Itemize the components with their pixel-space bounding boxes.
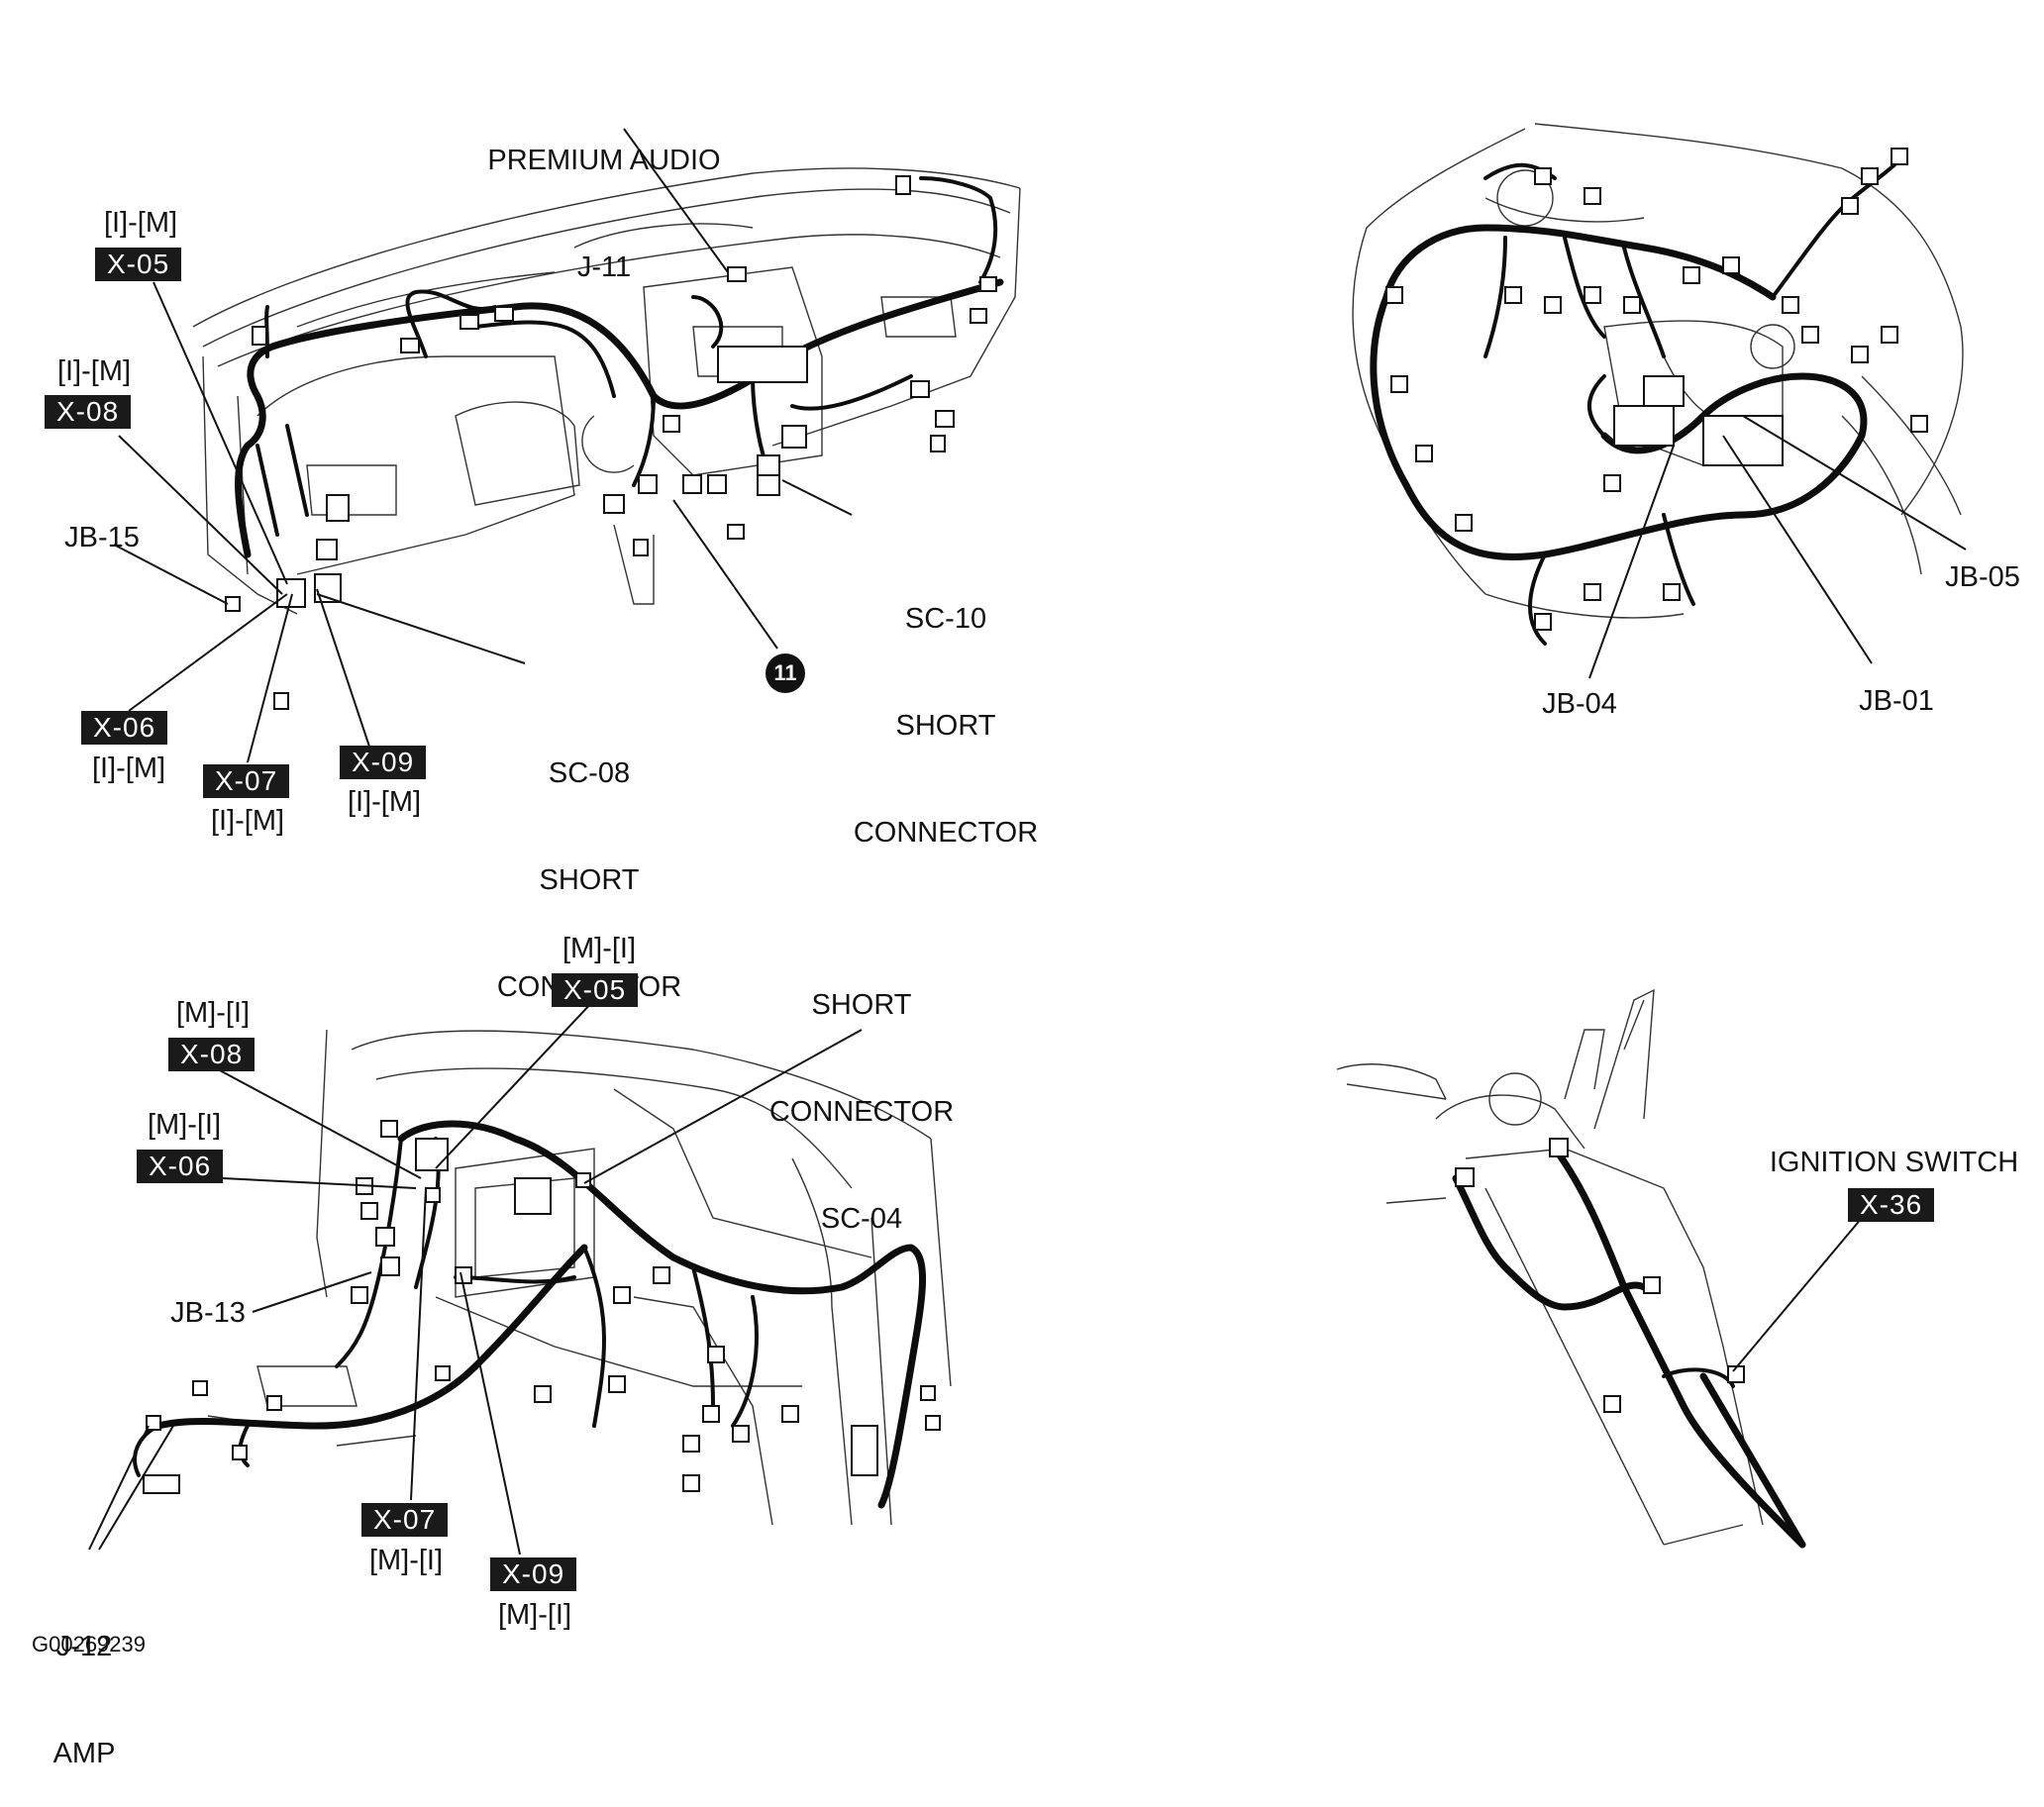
x09-lower-sub: [M]-[I] bbox=[497, 1599, 572, 1631]
sc10-line2: SHORT bbox=[895, 710, 996, 742]
ignition-switch-label: IGNITION SWITCH bbox=[1769, 1147, 2019, 1178]
x06-upper-tag: X-06 bbox=[81, 711, 168, 745]
jb13-label: JB-13 bbox=[170, 1297, 246, 1329]
x09-upper-tag: X-09 bbox=[340, 746, 427, 779]
sc04-line2: CONNECTOR bbox=[768, 1096, 955, 1128]
x05-lower-tag: X-05 bbox=[552, 973, 639, 1007]
diagram-artwork bbox=[88, 123, 1967, 1556]
sc04-label: SHORT CONNECTOR SC-04 bbox=[753, 916, 971, 1272]
jb05-label: JB-05 bbox=[1945, 561, 2020, 593]
sc10-code: SC-10 bbox=[904, 603, 987, 635]
callout-badge-11: 11 bbox=[766, 653, 805, 693]
x08-upper-title: [I]-[M] bbox=[56, 355, 132, 387]
x05-upper-tag: X-05 bbox=[95, 248, 182, 281]
sc04-code: SC-04 bbox=[820, 1203, 903, 1235]
sc08-code: SC-08 bbox=[548, 757, 631, 789]
j12-amp: AMP bbox=[52, 1738, 116, 1769]
j12-code: J-12 bbox=[55, 1631, 113, 1662]
x06-lower-tag: X-06 bbox=[137, 1150, 224, 1183]
x06-lower-title: [M]-[I] bbox=[147, 1109, 222, 1141]
figure-id: G00269239 bbox=[32, 1632, 146, 1656]
x05-upper-title: [I]-[M] bbox=[103, 207, 178, 239]
x07-upper-sub: [I]-[M] bbox=[210, 805, 285, 837]
wiring-harness-diagram: PREMIUM AUDIO J-11 [I]-[M] X-05 [I]-[M] … bbox=[32, 71, 2020, 1769]
x09-upper-sub: [I]-[M] bbox=[347, 786, 422, 818]
dash-upper-left-illustration bbox=[192, 167, 1021, 710]
engine-bay-illustration bbox=[1352, 123, 1964, 646]
x08-lower-title: [M]-[I] bbox=[175, 997, 251, 1029]
x08-lower-tag: X-08 bbox=[168, 1038, 256, 1071]
x06-upper-sub: [I]-[M] bbox=[91, 753, 166, 784]
x07-lower-sub: [M]-[I] bbox=[368, 1545, 444, 1576]
jb15-label: JB-15 bbox=[64, 522, 140, 553]
steering-column-illustration bbox=[1336, 988, 1806, 1549]
premium-audio-code: J-11 bbox=[576, 251, 632, 283]
premium-audio-title: PREMIUM AUDIO bbox=[487, 145, 721, 176]
sc08-line2: SHORT bbox=[539, 864, 640, 896]
jb04-label: JB-04 bbox=[1542, 688, 1617, 720]
sc10-label: SC-10 SHORT CONNECTOR bbox=[842, 530, 1050, 886]
sc04-line1: SHORT bbox=[811, 989, 912, 1021]
x05-lower-title: [M]-[I] bbox=[562, 933, 637, 964]
x36-tag: X-36 bbox=[1848, 1188, 1935, 1222]
premium-audio-label: PREMIUM AUDIO J-11 bbox=[460, 71, 748, 321]
sc10-line3: CONNECTOR bbox=[853, 817, 1039, 849]
leader-lines bbox=[88, 128, 1967, 1556]
x07-lower-tag: X-07 bbox=[361, 1503, 449, 1537]
x07-upper-tag: X-07 bbox=[203, 764, 290, 798]
x09-lower-tag: X-09 bbox=[490, 1557, 577, 1591]
jb01-label: JB-01 bbox=[1859, 685, 1934, 717]
x08-upper-tag: X-08 bbox=[45, 395, 132, 429]
j12-amp-label: J-12 AMP bbox=[35, 1557, 134, 1807]
